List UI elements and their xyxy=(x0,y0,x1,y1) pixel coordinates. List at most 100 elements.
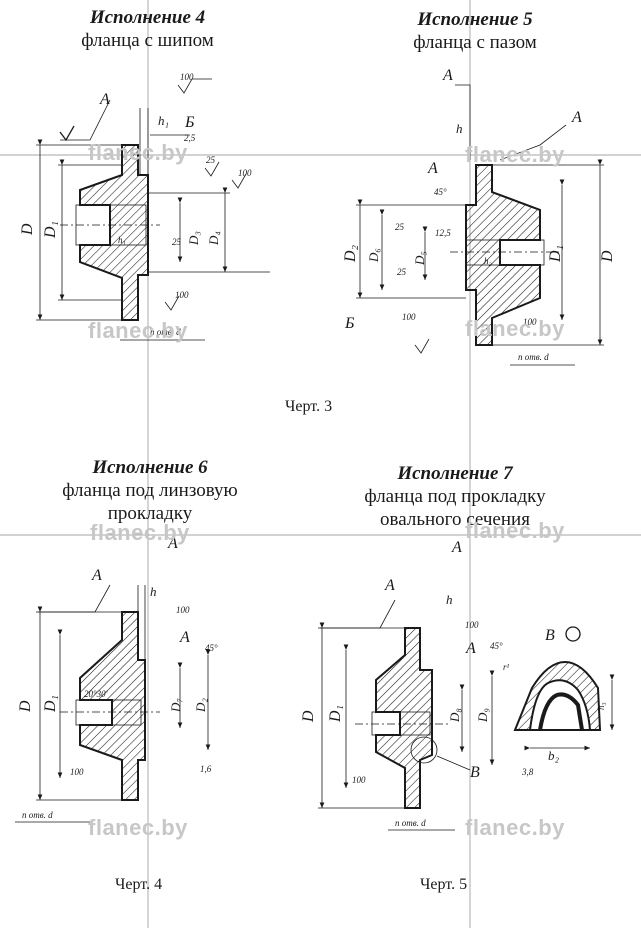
watermark: flanec.by xyxy=(465,815,565,840)
flange-variant-6: D D₁ D₇ D₂ А А h 100 А 45° 20°30' 1,6 10… xyxy=(15,535,218,823)
label-h1: h₁ xyxy=(158,113,169,128)
heading-title: Исполнение 7 xyxy=(397,463,513,484)
svg-text:h₃: h₃ xyxy=(596,702,606,710)
flange-variant-5: D D₁ D₂ D₆ D₅ А h А А 45° 25 12,5 25 h₂ … xyxy=(342,67,616,366)
heading-variant-4: Исполнение 4 фланца с шипом xyxy=(60,6,235,52)
svg-text:А: А xyxy=(442,67,453,84)
svg-text:1,6: 1,6 xyxy=(200,764,212,774)
svg-text:100: 100 xyxy=(70,767,84,777)
heading-variant-7: Исполнение 7 фланца под прокладку овальн… xyxy=(335,462,575,531)
svg-text:А: А xyxy=(167,535,178,552)
heading-subtitle: фланца под линзовую xyxy=(62,480,238,501)
watermark: flanec.by xyxy=(90,520,190,545)
svg-text:D₂: D₂ xyxy=(193,698,208,713)
svg-text:D₇: D₇ xyxy=(168,698,183,713)
svg-text:h₁: h₁ xyxy=(118,235,126,245)
svg-text:D₅: D₅ xyxy=(412,251,427,266)
svg-text:20°30': 20°30' xyxy=(84,689,109,699)
svg-text:100: 100 xyxy=(176,605,190,615)
watermark: flanec.by xyxy=(465,142,565,167)
svg-text:25: 25 xyxy=(172,237,182,247)
heading-subtitle: фланца с шипом xyxy=(81,30,214,51)
svg-text:А: А xyxy=(91,567,102,584)
svg-text:r¹: r¹ xyxy=(503,662,510,672)
svg-text:А: А xyxy=(465,640,476,657)
watermark: flanec.by xyxy=(465,316,565,341)
svg-text:h: h xyxy=(150,584,157,599)
label-D4: D₄ xyxy=(206,231,221,246)
svg-text:12,5: 12,5 xyxy=(435,228,451,238)
label-A: А xyxy=(99,91,110,108)
svg-text:h: h xyxy=(446,592,453,607)
svg-text:D₁: D₁ xyxy=(547,245,564,263)
svg-text:В: В xyxy=(470,764,480,781)
svg-text:100: 100 xyxy=(352,775,366,785)
svg-text:D₆: D₆ xyxy=(366,248,381,263)
caption-drawing-4: Черт. 4 xyxy=(115,876,163,893)
svg-text:45°: 45° xyxy=(434,187,447,197)
caption-drawing-3: Черт. 3 xyxy=(285,398,333,415)
svg-text:А: А xyxy=(427,160,438,177)
svg-text:А: А xyxy=(179,629,190,646)
flange-section xyxy=(79,144,149,321)
caption-drawing-5: Черт. 5 xyxy=(420,876,468,893)
label-n-holes: n отв. d xyxy=(150,327,181,337)
svg-text:D: D xyxy=(17,700,34,713)
flange-variant-4: D D₁ D₃ D₄ А h₁ Б 100 25 100 2,5 25 h₁ 1… xyxy=(19,72,270,341)
heading-title: Исполнение 5 xyxy=(417,9,533,30)
svg-text:n отв. d: n отв. d xyxy=(518,352,549,362)
svg-text:100: 100 xyxy=(175,290,189,300)
flange-variant-7: D D₁ D₈ D₉ А А h 100 А 45° В 100 n отв. … xyxy=(300,539,615,831)
label-D3: D₃ xyxy=(186,231,201,246)
label-D1: D₁ xyxy=(42,221,59,239)
watermark: flanec.by xyxy=(465,518,565,543)
svg-text:3,8: 3,8 xyxy=(521,767,534,777)
heading-subtitle: фланца под прокладку xyxy=(364,486,546,507)
svg-text:А: А xyxy=(384,577,395,594)
svg-text:100: 100 xyxy=(523,317,537,327)
flange-section xyxy=(79,611,146,801)
svg-text:45°: 45° xyxy=(205,643,218,653)
watermark: flanec.by xyxy=(88,140,188,165)
svg-text:100: 100 xyxy=(402,312,416,322)
svg-text:D₈: D₈ xyxy=(447,708,462,723)
svg-text:Б: Б xyxy=(344,315,355,332)
heading-variant-5: Исполнение 5 фланца с пазом xyxy=(375,8,575,54)
heading-subtitle-2: прокладку xyxy=(107,503,193,524)
heading-title: Исполнение 6 xyxy=(92,457,208,478)
watermark: flanec.by xyxy=(88,815,188,840)
svg-text:D: D xyxy=(300,710,317,723)
heading-subtitle: фланца с пазом xyxy=(413,32,537,53)
label-D: D xyxy=(19,223,36,236)
svg-text:D₁: D₁ xyxy=(327,705,344,723)
svg-text:D₁: D₁ xyxy=(42,695,59,713)
roughness-100: 100 xyxy=(180,72,194,82)
svg-text:А: А xyxy=(451,539,462,556)
svg-text:45°: 45° xyxy=(490,641,503,651)
heading-title: Исполнение 4 xyxy=(89,7,206,28)
watermark: flanec.by xyxy=(88,318,188,343)
flange-section xyxy=(465,164,541,346)
svg-text:n отв. d: n отв. d xyxy=(22,810,53,820)
label-B: Б xyxy=(184,114,195,131)
svg-text:2,5: 2,5 xyxy=(184,133,196,143)
svg-text:h: h xyxy=(456,121,463,136)
flange-section xyxy=(375,627,433,809)
svg-text:100: 100 xyxy=(465,620,479,630)
svg-text:D₉: D₉ xyxy=(475,708,490,723)
heading-subtitle-2: овального сечения xyxy=(380,509,530,530)
svg-text:100: 100 xyxy=(238,168,252,178)
heading-variant-6: Исполнение 6 фланца под линзовую проклад… xyxy=(30,456,270,525)
svg-text:h₂: h₂ xyxy=(484,256,492,266)
svg-text:25: 25 xyxy=(395,222,405,232)
label-view-v: В xyxy=(545,627,555,644)
svg-text:b₂: b₂ xyxy=(548,748,560,763)
svg-text:D: D xyxy=(599,250,616,263)
svg-text:25: 25 xyxy=(206,155,216,165)
svg-text:25: 25 xyxy=(397,267,407,277)
svg-text:n отв. d: n отв. d xyxy=(395,818,426,828)
svg-text:А: А xyxy=(571,109,582,126)
svg-text:D₂: D₂ xyxy=(342,244,359,263)
